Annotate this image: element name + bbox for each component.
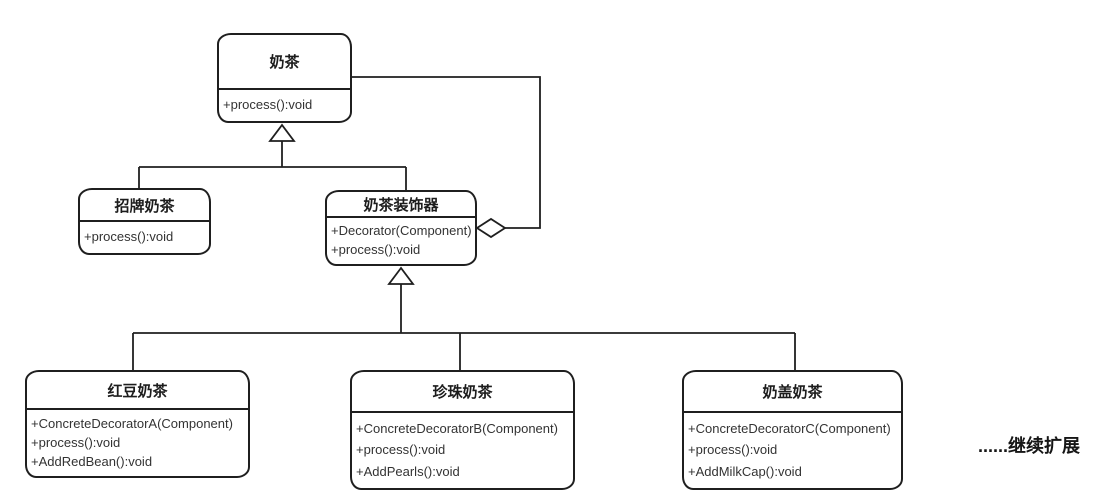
class-member: +Decorator(Component) (331, 223, 472, 239)
class-member: +ConcreteDecoratorC(Component) (688, 421, 891, 437)
class-box-milk-tea: 奶茶 +process():void (217, 33, 352, 123)
extension-note: ......继续扩展 (978, 436, 1081, 456)
class-members: +ConcreteDecoratorB(Component) +process(… (352, 411, 573, 488)
class-title: 奶茶装饰器 (363, 196, 439, 214)
class-title: 奶茶 (269, 54, 300, 71)
diamond-aggregation-icon (475, 217, 507, 239)
aggregation-connector (352, 76, 541, 239)
generalization-connector-bottom (132, 266, 796, 371)
class-member: +process():void (84, 229, 174, 245)
class-members: +ConcreteDecoratorC(Component) +process(… (684, 411, 901, 488)
class-members: +Decorator(Component) +process():void (327, 216, 475, 264)
class-member: +ConcreteDecoratorB(Component) (356, 421, 558, 437)
generalization-connector-top (138, 123, 407, 192)
class-member: +process():void (356, 442, 446, 458)
class-title: 招牌奶茶 (114, 197, 175, 215)
class-box-milk-tea-decorator: 奶茶装饰器 +Decorator(Component) +process():v… (325, 190, 477, 266)
class-box-red-bean-milk-tea: 红豆奶茶 +ConcreteDecoratorA(Component) +pro… (25, 370, 250, 478)
class-member: +AddRedBean():void (31, 453, 153, 469)
class-box-signature-milk-tea: 招牌奶茶 +process():void (78, 188, 211, 255)
class-members: +ConcreteDecoratorA(Component) +process(… (27, 408, 248, 476)
class-member: +ConcreteDecoratorA(Component) (31, 415, 233, 431)
class-member: +process():void (223, 97, 313, 113)
class-members: +process():void (80, 220, 209, 253)
class-member: +AddPearls():void (356, 463, 460, 479)
class-member: +process():void (331, 242, 421, 258)
class-title: 珍珠奶茶 (432, 384, 493, 401)
class-members: +process():void (219, 88, 350, 121)
class-member: +process():void (31, 434, 121, 450)
class-box-pearl-milk-tea: 珍珠奶茶 +ConcreteDecoratorB(Component) +pro… (350, 370, 575, 490)
class-member: +AddMilkCap():void (688, 463, 802, 479)
class-title: 奶盖奶茶 (762, 384, 823, 401)
class-box-milk-cap-milk-tea: 奶盖奶茶 +ConcreteDecoratorC(Component) +pro… (682, 370, 903, 490)
class-member: +process():void (688, 442, 778, 458)
triangle-arrowhead-icon (268, 123, 296, 142)
triangle-arrowhead-icon (387, 266, 415, 285)
class-title: 红豆奶茶 (107, 382, 168, 400)
